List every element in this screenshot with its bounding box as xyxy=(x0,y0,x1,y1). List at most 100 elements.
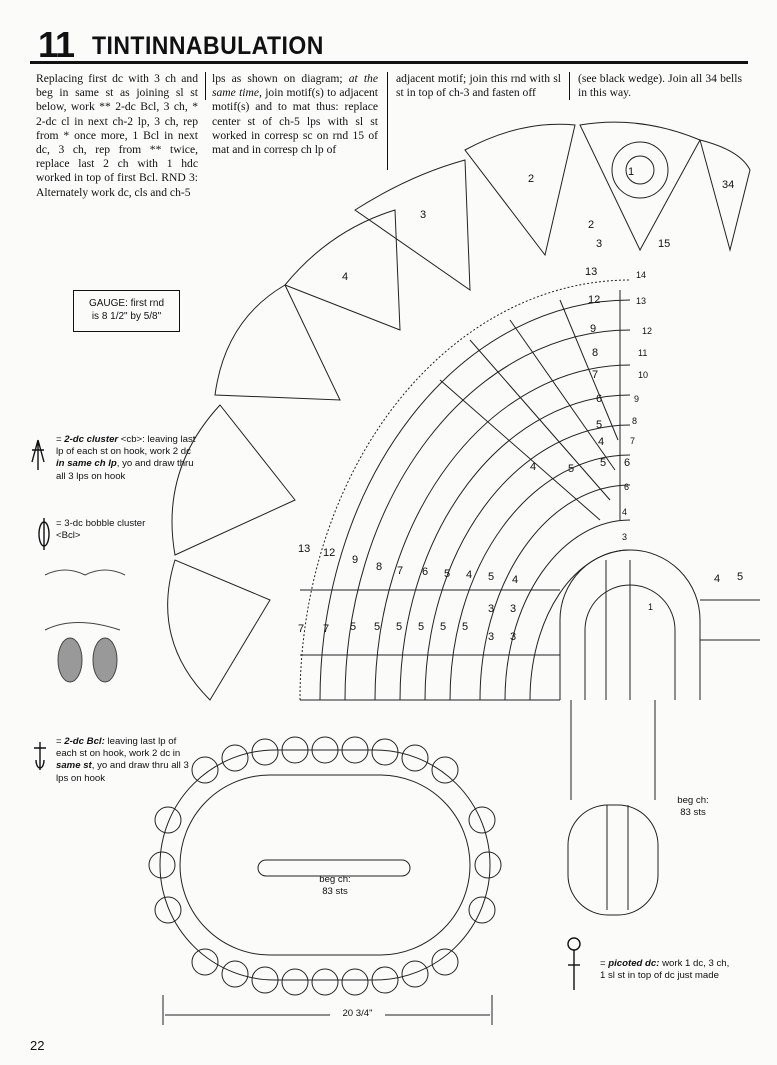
row-number: 3 xyxy=(488,631,494,643)
instructions-column-4: (see black wedge). Join all 34 bells in … xyxy=(578,72,742,100)
column-rule xyxy=(387,72,388,170)
row-number: 4 xyxy=(530,461,536,473)
legend-2dc-cluster: = 2-dc cluster <cb>: leaving last lp of … xyxy=(56,434,196,482)
row-number: 12 xyxy=(588,294,600,306)
legend-picoted-dc: = picoted dc: work 1 dc, 3 ch, 1 sl st i… xyxy=(600,958,730,982)
mat-round-8 xyxy=(399,394,631,701)
beg-ch-label-oval: beg ch: 83 sts xyxy=(319,874,351,897)
cluster-symbol xyxy=(31,439,45,470)
gauge-box: GAUGE: first rnd is 8 1/2" by 5/8" xyxy=(73,290,180,332)
stitch-spoke xyxy=(439,379,601,521)
page-number: 22 xyxy=(30,1038,45,1053)
mat-round-3 xyxy=(529,549,631,701)
row-number: 6 xyxy=(624,457,630,469)
mat-round-4 xyxy=(504,519,631,701)
oval-outer xyxy=(159,749,491,981)
picot-symbol xyxy=(567,937,581,951)
oval-scallops xyxy=(148,736,502,996)
mat-round-12 xyxy=(344,329,631,701)
mat-round-9 xyxy=(374,364,631,701)
row-number: 7 xyxy=(298,623,304,635)
small-number: 6 xyxy=(624,482,629,492)
stitch-illustration-loop xyxy=(57,637,83,683)
bell-motif-2 xyxy=(464,123,576,257)
bell-motif-1 xyxy=(579,121,701,252)
row-number: 7 xyxy=(397,565,403,577)
bell-motif-4 xyxy=(284,209,401,331)
column-rule xyxy=(569,72,570,100)
small-number: 4 xyxy=(622,507,627,517)
motif-number: 34 xyxy=(722,179,734,191)
legend-bobble: = 3-dc bobble cluster <Bcl> xyxy=(56,518,146,542)
row-number: 13 xyxy=(298,543,310,555)
stitch-illustration-1 xyxy=(44,569,126,576)
mat-round-7 xyxy=(424,424,631,701)
column-rule xyxy=(205,72,206,100)
small-number: 12 xyxy=(642,326,652,336)
row-number: 5 xyxy=(568,463,574,475)
motif-number: 3 xyxy=(420,209,426,221)
small-number: 11 xyxy=(638,348,647,358)
mat-center-arch xyxy=(559,549,701,700)
mini-oval-chart xyxy=(567,804,659,916)
stitch-spoke xyxy=(509,319,616,471)
mat-round-5 xyxy=(479,484,631,701)
row-number: 3 xyxy=(510,603,516,615)
mat-round-6 xyxy=(449,454,631,701)
oval-inner xyxy=(179,774,471,956)
instructions-column-2: lps as shown on diagram; at the same tim… xyxy=(212,72,378,157)
row-number: 5 xyxy=(440,621,446,633)
row-number: 4 xyxy=(466,569,472,581)
center-motif xyxy=(611,141,669,199)
oval-beg-chain xyxy=(257,859,411,877)
pattern-number: 11 xyxy=(38,24,75,65)
row-number: 6 xyxy=(596,393,602,405)
instructions-column-1: Replacing first dc with 3 ch and beg in … xyxy=(36,72,198,199)
bell-motif xyxy=(171,404,296,556)
small-number: 13 xyxy=(636,296,646,306)
row-number: 4 xyxy=(714,573,720,585)
motif-number: 15 xyxy=(658,238,670,250)
stitch-illustration-2 xyxy=(44,622,121,631)
small-number: 9 xyxy=(634,394,639,404)
legend-2dc-bcl: = 2-dc Bcl: leaving last lp of each st o… xyxy=(56,736,189,784)
stitch-spoke xyxy=(559,299,619,441)
motif-number: 1 xyxy=(628,166,634,178)
row-number: 8 xyxy=(376,561,382,573)
row-number: 5 xyxy=(444,568,450,580)
stitch-spoke xyxy=(469,339,611,501)
title-bar: 11 TINTINNABULATION xyxy=(30,22,748,65)
row-number: 4 xyxy=(598,436,604,448)
stitch-illustration-loop xyxy=(92,637,118,683)
row-number: 5 xyxy=(418,621,424,633)
instructions-column-3: adjacent motif; join this rnd with sl st… xyxy=(396,72,561,100)
dimension-label: 20 3/4" xyxy=(342,1008,373,1019)
motif-number: 2 xyxy=(588,219,594,231)
center-motif-inner xyxy=(625,155,655,185)
row-number: 7 xyxy=(323,623,329,635)
row-number: 9 xyxy=(352,554,358,566)
small-number: 8 xyxy=(632,416,637,426)
row-number: 3 xyxy=(510,631,516,643)
motif-number: 3 xyxy=(596,238,602,250)
row-number: 5 xyxy=(462,621,468,633)
row-number: 5 xyxy=(350,621,356,633)
mat-round-15 xyxy=(299,279,631,701)
small-number: 10 xyxy=(638,370,648,380)
row-number: 8 xyxy=(592,347,598,359)
mat-round-13 xyxy=(319,299,631,701)
row-number: 5 xyxy=(374,621,380,633)
row-number: 5 xyxy=(396,621,402,633)
small-number: 7 xyxy=(630,436,635,446)
row-number: 6 xyxy=(422,566,428,578)
small-number: 1 xyxy=(648,602,653,612)
pattern-title: TINTINNABULATION xyxy=(92,32,324,60)
motif-number: 4 xyxy=(342,271,348,283)
row-number: 4 xyxy=(512,574,518,586)
row-number: 9 xyxy=(590,323,596,335)
bell-motif xyxy=(214,284,341,401)
row-number: 5 xyxy=(600,457,606,469)
row-number: 12 xyxy=(323,547,335,559)
motif-number: 2 xyxy=(528,173,534,185)
